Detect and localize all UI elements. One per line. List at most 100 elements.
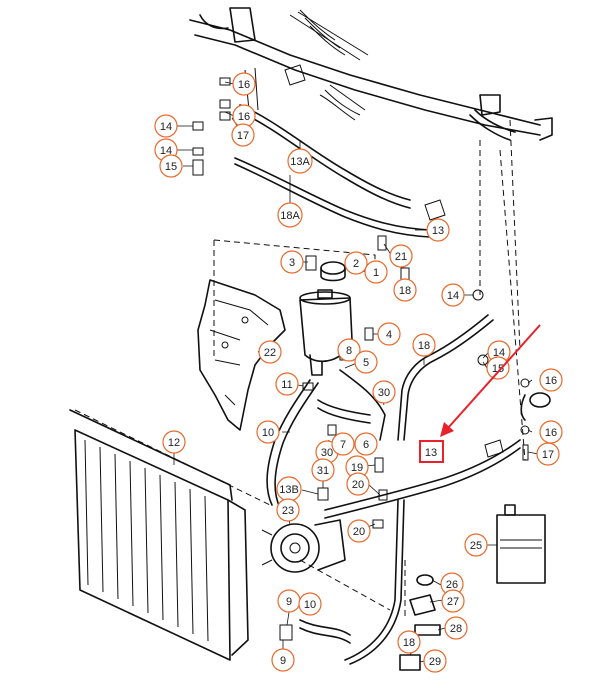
callout-15: 15 (159, 154, 183, 178)
callout-label: 28 (450, 623, 462, 635)
callout-11: 11 (275, 372, 299, 396)
callout-label: 29 (429, 656, 441, 668)
callout-label: 26 (446, 579, 458, 591)
callout-label: 14 (160, 121, 172, 133)
fittings-right (399, 289, 551, 671)
callout-12: 12 (162, 430, 186, 454)
callout-circle (287, 148, 313, 174)
callout-circle (441, 589, 465, 613)
callout-circle (354, 350, 378, 374)
callout-circle (486, 356, 510, 380)
callout-circle (346, 472, 370, 496)
pump (261, 519, 346, 573)
callout-23: 23 (276, 498, 300, 522)
callout-label: 16 (545, 427, 557, 439)
callout-circle (423, 649, 447, 673)
callout-9: 9 (271, 648, 295, 672)
highlight-arrow (440, 324, 541, 437)
callout-18: 18 (393, 278, 417, 302)
callout-label: 19 (351, 462, 363, 474)
callout-21: 21 (389, 244, 413, 268)
callout-16: 16 (539, 420, 563, 444)
callout-circle (337, 338, 361, 362)
callout-22: 22 (258, 340, 282, 364)
callout-label: 20 (352, 479, 364, 491)
callout-18: 18 (397, 630, 421, 654)
callout-16: 16 (232, 72, 256, 96)
callout-circle (397, 630, 421, 654)
callout-circle (311, 458, 335, 482)
callout-10: 10 (298, 592, 322, 616)
callout-14: 14 (154, 114, 178, 138)
callout-circle (464, 533, 488, 557)
callout-label: 10 (304, 599, 316, 611)
callout-label: 13B (279, 484, 299, 496)
callout-25: 25 (464, 533, 488, 557)
callout-label: 15 (492, 363, 504, 375)
callout-circle (389, 244, 413, 268)
callout-label: 6 (363, 439, 369, 451)
callout-label: 31 (317, 465, 329, 477)
callout-label: 13 (432, 225, 444, 237)
callout-5: 5 (354, 350, 378, 374)
hose-18A (234, 157, 446, 238)
callout-28: 28 (444, 616, 468, 640)
callout-label: 10 (262, 427, 274, 439)
alignment-lines (74, 119, 526, 620)
callout-label: 21 (395, 251, 407, 263)
callout-label: 7 (340, 439, 346, 451)
callout-label: 18 (418, 340, 430, 352)
callout-17: 17 (536, 442, 560, 466)
leader-lines (165, 81, 539, 663)
callout-label: 23 (282, 505, 294, 517)
callout-label: 22 (264, 347, 276, 359)
callout-20: 20 (346, 472, 370, 496)
callout-13B: 13B (276, 476, 302, 502)
callout-label: 16 (238, 79, 250, 91)
callout-1: 1 (364, 260, 388, 284)
callout-14: 14 (441, 283, 465, 307)
callout-18A: 18A (277, 202, 303, 228)
highlight-box (419, 440, 444, 463)
callout-label: 14 (493, 347, 505, 359)
callout-label: 5 (363, 357, 369, 369)
callout-label: 15 (165, 161, 177, 173)
line-18 (397, 314, 494, 441)
callout-7: 7 (331, 432, 355, 456)
callout-label: 16 (238, 111, 250, 123)
callout-circle (280, 250, 304, 274)
callout-circle (372, 380, 396, 404)
callout-label: 18A (280, 210, 300, 222)
callout-label: 14 (160, 145, 172, 157)
callout-circle (231, 123, 255, 147)
callout-label: 11 (281, 379, 292, 391)
callout-circle (393, 278, 417, 302)
callout-label: 25 (470, 540, 482, 552)
callout-30: 30 (372, 380, 396, 404)
callout-3: 3 (280, 250, 304, 274)
callout-circle (444, 616, 468, 640)
callout-17: 17 (231, 123, 255, 147)
hose-lower (299, 619, 351, 644)
callout-circle (277, 202, 303, 228)
callout-29: 29 (423, 649, 447, 673)
callout-label: 17 (237, 130, 249, 142)
callout-circle (258, 340, 282, 364)
callout-13A: 13A (287, 148, 313, 174)
callout-label: 30 (378, 387, 390, 399)
callout-circle (377, 322, 401, 346)
callout-circle (426, 218, 450, 242)
callout-9: 9 (277, 589, 301, 613)
callout-label: 4 (386, 329, 392, 341)
callout-circle (276, 498, 300, 522)
callout-label: 2 (353, 258, 359, 270)
callout-circle (536, 442, 560, 466)
highlighted-callout-label: 13 (425, 447, 437, 459)
callout-27: 27 (441, 589, 465, 613)
cooler (69, 409, 249, 661)
callout-18: 18 (412, 333, 436, 357)
callout-label: 30 (321, 447, 333, 459)
callout-label: 27 (447, 596, 459, 608)
line-13 (324, 439, 521, 519)
